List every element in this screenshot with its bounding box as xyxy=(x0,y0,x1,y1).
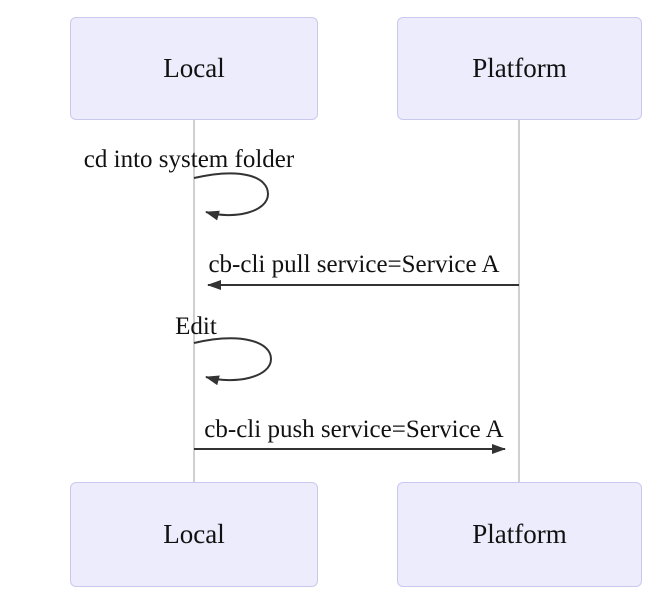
actor-bottom-platform: Platform xyxy=(397,482,642,587)
actor-bottom-local-label: Local xyxy=(163,519,225,549)
self-loop-edit-arrow xyxy=(193,337,273,386)
actor-top-platform-label: Platform xyxy=(472,53,567,83)
actor-top-local-label: Local xyxy=(163,53,225,83)
pull-message-label: cb-cli pull service=Service A xyxy=(208,251,500,278)
actor-top-platform: Platform xyxy=(397,17,642,120)
self-message-edit-label: Edit xyxy=(175,313,217,340)
actor-bottom-platform-label: Platform xyxy=(472,519,567,549)
self-loop-cd-arrow xyxy=(193,172,270,221)
actor-top-local: Local xyxy=(70,17,318,120)
self-message-cd-label: cd into system folder xyxy=(83,146,295,173)
push-message-label: cb-cli push service=Service A xyxy=(204,416,504,443)
actor-bottom-local: Local xyxy=(70,482,318,587)
